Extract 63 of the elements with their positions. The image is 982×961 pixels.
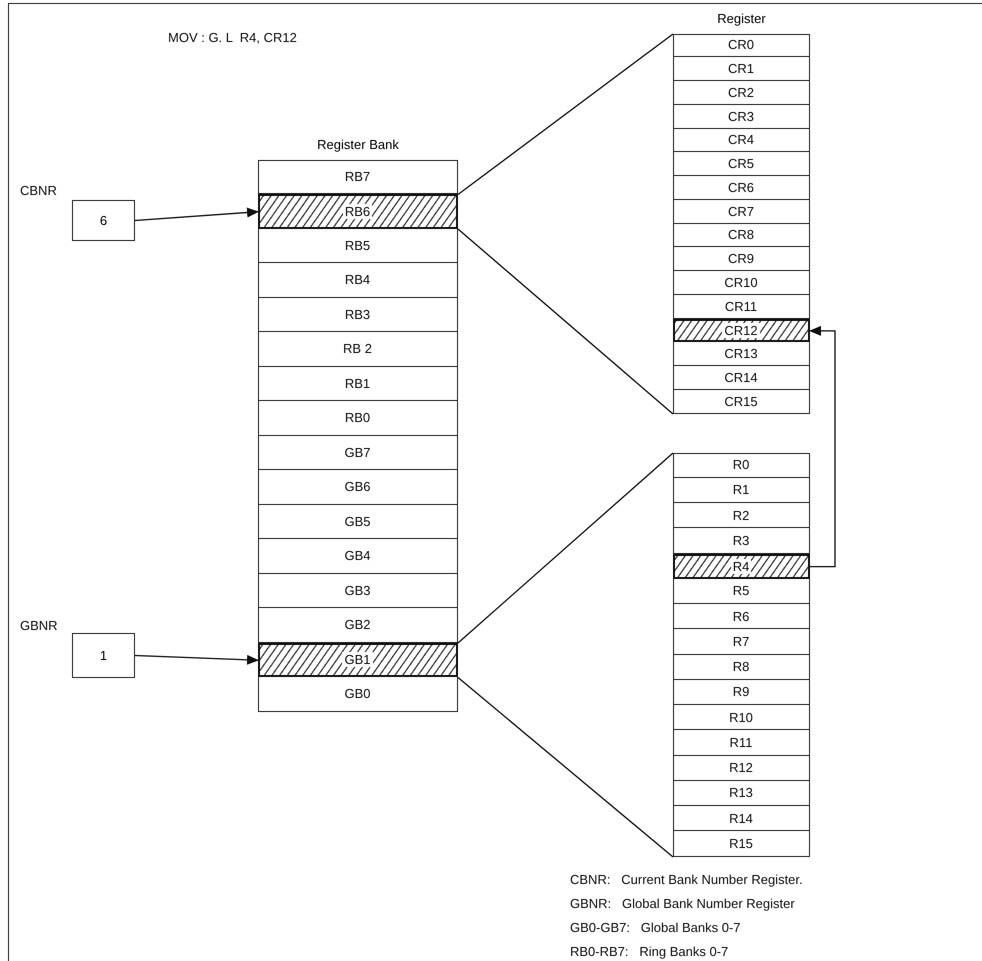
register-cell: GB7 bbox=[258, 436, 458, 470]
register-cell: CR9 bbox=[672, 247, 810, 271]
register-cell: R15 bbox=[672, 831, 810, 856]
register-cell: RB 2 bbox=[258, 332, 458, 366]
register-cell: R8 bbox=[672, 654, 810, 680]
register-cell: CR5 bbox=[672, 152, 810, 176]
legend-text: GBNR: Global Bank Number Register bbox=[570, 896, 795, 911]
register-cell: R14 bbox=[672, 806, 810, 832]
register-cell: CR6 bbox=[672, 176, 810, 200]
bank-number-register-box: 6 bbox=[72, 200, 135, 241]
register-cell: GB3 bbox=[258, 574, 458, 608]
stack-heading: Register Bank bbox=[316, 137, 400, 152]
register-cell: R11 bbox=[672, 730, 810, 756]
arrow bbox=[134, 208, 259, 222]
register-name-label: CBNR bbox=[20, 183, 57, 198]
register-cell: R2 bbox=[672, 503, 810, 528]
register-cell: CR0 bbox=[672, 34, 810, 58]
register-cell: CR7 bbox=[672, 200, 810, 224]
register-cell: RB0 bbox=[258, 401, 458, 436]
register-cell: CR3 bbox=[672, 104, 810, 128]
register-cell: CR8 bbox=[672, 224, 810, 248]
selected-register-cell: R4 bbox=[672, 554, 810, 579]
register-cell: CR13 bbox=[672, 342, 810, 366]
register-cell: RB1 bbox=[258, 366, 458, 401]
expansion-line bbox=[458, 33, 674, 196]
register-cell: RB5 bbox=[258, 228, 458, 263]
arrow bbox=[134, 654, 259, 665]
selected-register-cell: CR12 bbox=[672, 318, 810, 342]
register-cell: R10 bbox=[672, 705, 810, 730]
register-cell: CR15 bbox=[672, 390, 810, 414]
expansion-line bbox=[458, 452, 674, 644]
register-cell: RB4 bbox=[258, 263, 458, 298]
register-cell: CR4 bbox=[672, 128, 810, 152]
register-cell: R0 bbox=[672, 452, 810, 478]
instruction-text: MOV : G. L R4, CR12 bbox=[168, 30, 297, 45]
register-cell: R7 bbox=[672, 629, 810, 654]
register-name-label: GBNR bbox=[20, 618, 58, 633]
register-cell: GB4 bbox=[258, 539, 458, 574]
stack-heading: Register bbox=[716, 11, 767, 26]
register-cell: CR10 bbox=[672, 271, 810, 295]
expansion-line bbox=[458, 228, 674, 414]
register-cell: GB0 bbox=[258, 677, 458, 712]
register-cell: R5 bbox=[672, 578, 810, 604]
register-cell: R6 bbox=[672, 604, 810, 630]
register-cell: RB3 bbox=[258, 298, 458, 332]
register-cell: R13 bbox=[672, 780, 810, 806]
legend-text: CBNR: Current Bank Number Register. bbox=[570, 872, 803, 887]
register-cell: R9 bbox=[672, 680, 810, 705]
legend-text: RB0-RB7: Ring Banks 0-7 bbox=[570, 944, 728, 959]
register-cell: GB6 bbox=[258, 470, 458, 504]
register-cell: CR1 bbox=[672, 57, 810, 81]
register-cell: CR2 bbox=[672, 81, 810, 105]
selected-register-cell: GB1 bbox=[258, 642, 458, 677]
register-stack bbox=[673, 453, 810, 857]
register-cell: GB5 bbox=[258, 504, 458, 539]
legend-text: GB0-GB7: Global Banks 0-7 bbox=[570, 920, 741, 935]
arrow bbox=[809, 326, 836, 568]
selected-register-cell: RB6 bbox=[258, 194, 458, 228]
register-cell: R1 bbox=[672, 478, 810, 503]
register-cell: R12 bbox=[672, 756, 810, 781]
register-cell: CR14 bbox=[672, 366, 810, 390]
expansion-line bbox=[458, 677, 674, 858]
bank-number-register-box: 1 bbox=[72, 633, 135, 678]
